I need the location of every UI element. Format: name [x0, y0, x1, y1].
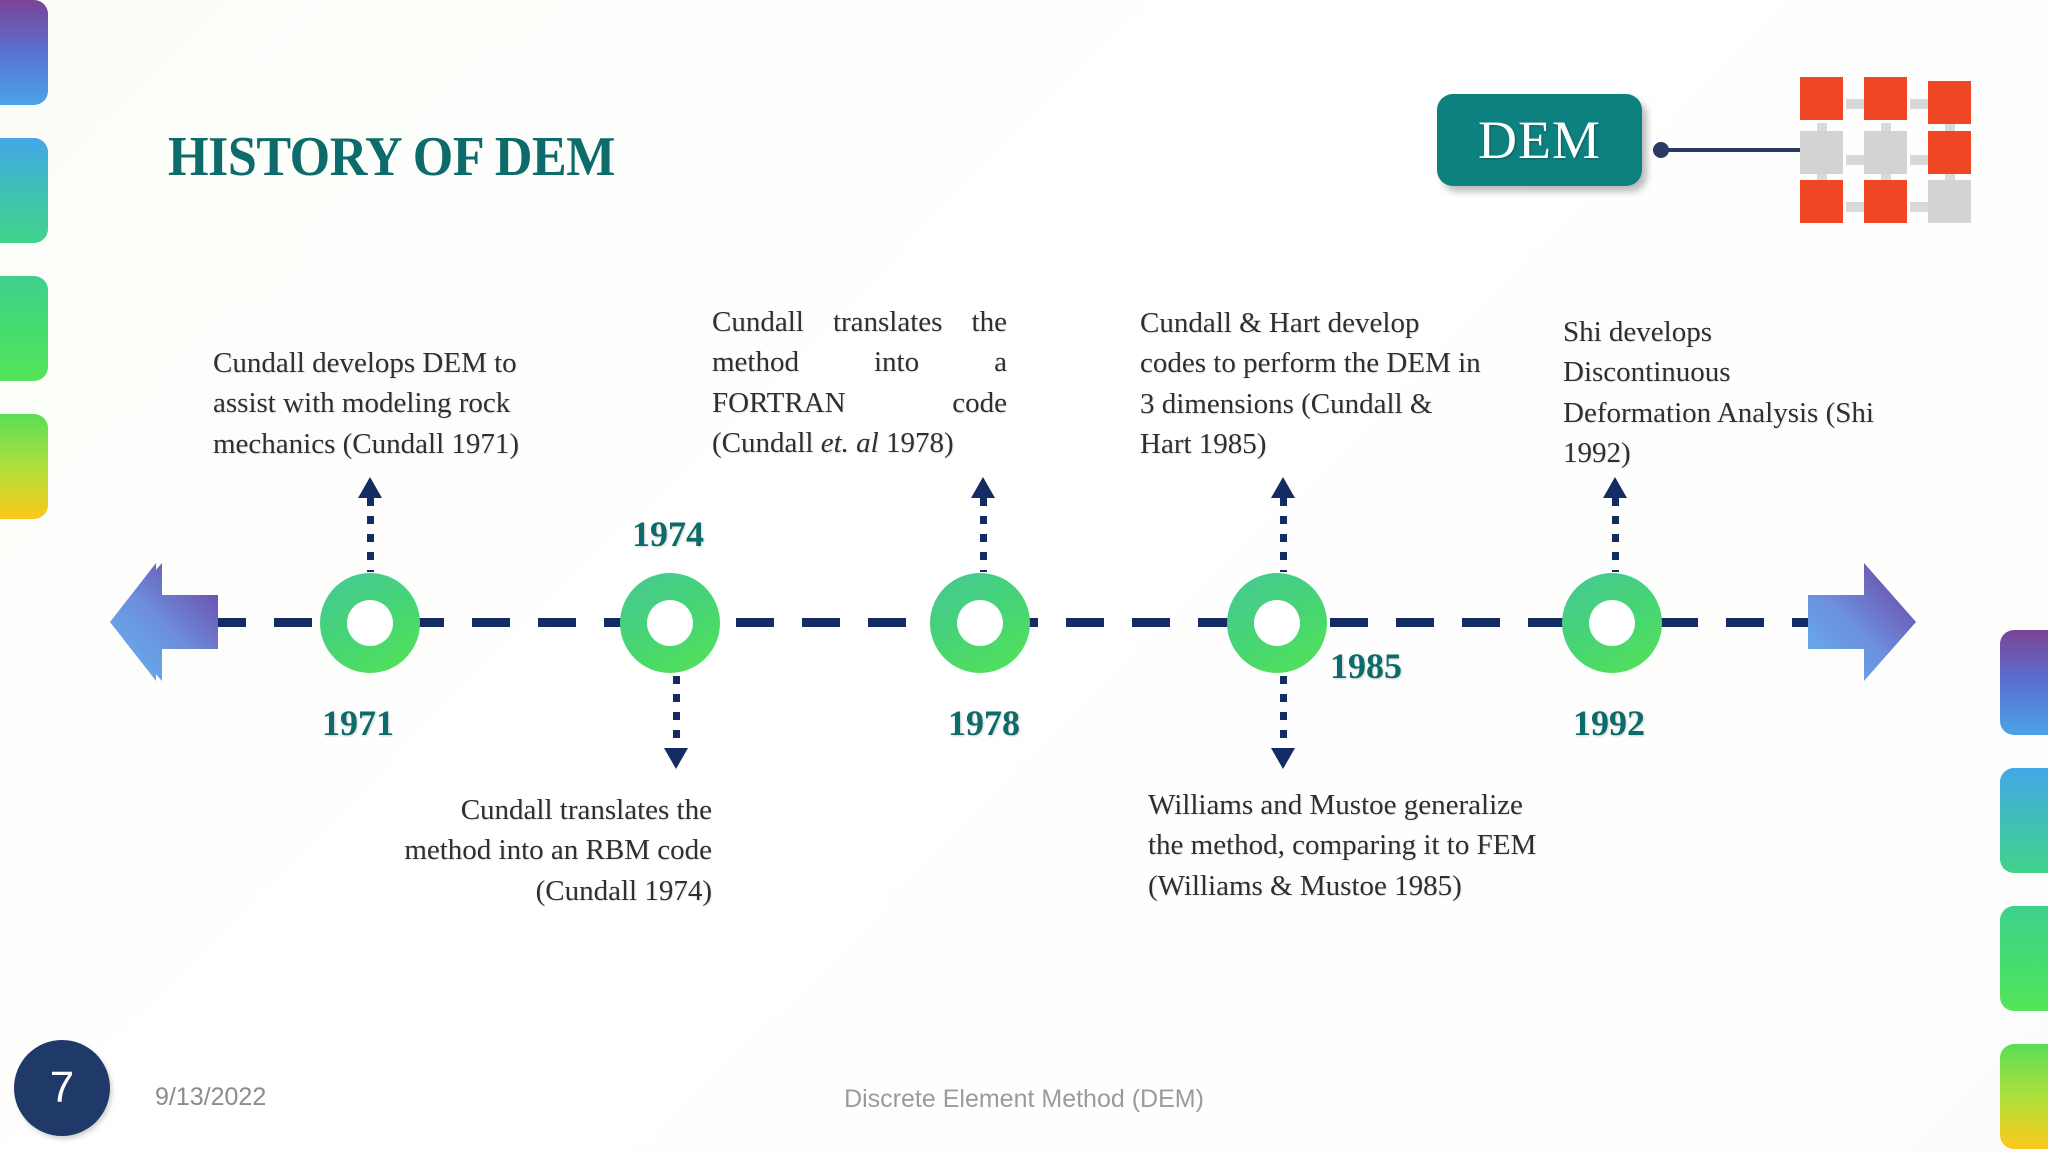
- particle-grid-icon: [1800, 77, 1972, 223]
- year-label-1978: 1978: [948, 703, 1020, 743]
- dotted-line: [1612, 498, 1619, 572]
- timeline-node-1992[interactable]: [1562, 573, 1662, 673]
- timeline-node-1974[interactable]: [620, 573, 720, 673]
- footer-title: Discrete Element Method (DEM): [844, 1085, 1204, 1113]
- page-number-badge: 7: [14, 1040, 110, 1136]
- deco-bar-3: [0, 276, 48, 381]
- connector-up-1992: [1603, 477, 1627, 572]
- event-text-1985: Cundall & Hart develop codes to perform …: [1140, 307, 1481, 460]
- deco-bar-7: [2000, 906, 2048, 1011]
- left-decoration-strip: [0, 0, 48, 552]
- dem-badge: DEM: [1437, 94, 1642, 186]
- connector-up-1985: [1271, 477, 1295, 572]
- right-decoration-strip: [2000, 630, 2048, 1152]
- timeline-node-1985[interactable]: [1227, 573, 1327, 673]
- connector-down-1985: [1271, 676, 1295, 769]
- deco-bar-4: [0, 414, 48, 519]
- dotted-line: [1280, 498, 1287, 572]
- arrowhead-down-icon: [664, 748, 688, 769]
- dem-badge-label: DEM: [1478, 110, 1601, 170]
- node-hole: [1589, 600, 1635, 646]
- event-text-1971: Cundall develops DEM to assist with mode…: [213, 347, 520, 460]
- deco-bar-5: [2000, 630, 2048, 735]
- event-text-1978-part-a: Cundall translates the method into a FOR…: [712, 306, 1007, 459]
- badge-connector-dot: [1653, 142, 1669, 158]
- event-text-1992: Shi develops Discontinuous Deformation A…: [1563, 316, 1874, 469]
- dotted-line: [367, 498, 374, 572]
- year-label-1992: 1992: [1573, 703, 1645, 743]
- dotted-line: [1280, 676, 1287, 748]
- timeline-node-1978[interactable]: [930, 573, 1030, 673]
- dotted-line: [980, 498, 987, 572]
- node-hole: [1254, 600, 1300, 646]
- node-hole: [347, 600, 393, 646]
- timeline-arrow-right-icon: [1808, 563, 1916, 681]
- arrowhead-up-icon: [358, 477, 382, 498]
- deco-bar-1: [0, 0, 48, 105]
- page-title: HISTORY OF DEM: [168, 126, 615, 188]
- connector-up-1971: [358, 477, 382, 572]
- event-text-williams-1985: Williams and Mustoe generalize the metho…: [1148, 789, 1537, 902]
- connector-up-1978: [971, 477, 995, 572]
- badge-connector-line: [1667, 148, 1801, 152]
- arrowhead-up-icon: [1603, 477, 1627, 498]
- event-text-1978-part-c: 1978): [878, 426, 954, 459]
- node-hole: [647, 600, 693, 646]
- arrowhead-up-icon: [1271, 477, 1295, 498]
- dotted-line: [673, 676, 680, 748]
- footer-date: 9/13/2022: [155, 1083, 267, 1111]
- deco-bar-2: [0, 138, 48, 243]
- year-label-1974: 1974: [632, 514, 704, 554]
- arrowhead-up-icon: [971, 477, 995, 498]
- node-hole: [957, 600, 1003, 646]
- event-text-1978-italic: et. al: [820, 426, 879, 459]
- deco-bar-6: [2000, 768, 2048, 873]
- event-text-1974: Cundall translates the method into an RB…: [404, 794, 712, 907]
- arrowhead-down-icon: [1271, 748, 1295, 769]
- year-label-1971: 1971: [322, 703, 394, 743]
- timeline-node-1971[interactable]: [320, 573, 420, 673]
- connector-down-1974: [664, 676, 688, 769]
- timeline-arrow-left-icon: [110, 563, 218, 681]
- year-label-1985: 1985: [1330, 646, 1402, 686]
- deco-bar-8: [2000, 1044, 2048, 1149]
- event-text-1978: Cundall translates the method into a FOR…: [712, 302, 1007, 463]
- page-number: 7: [49, 1063, 75, 1112]
